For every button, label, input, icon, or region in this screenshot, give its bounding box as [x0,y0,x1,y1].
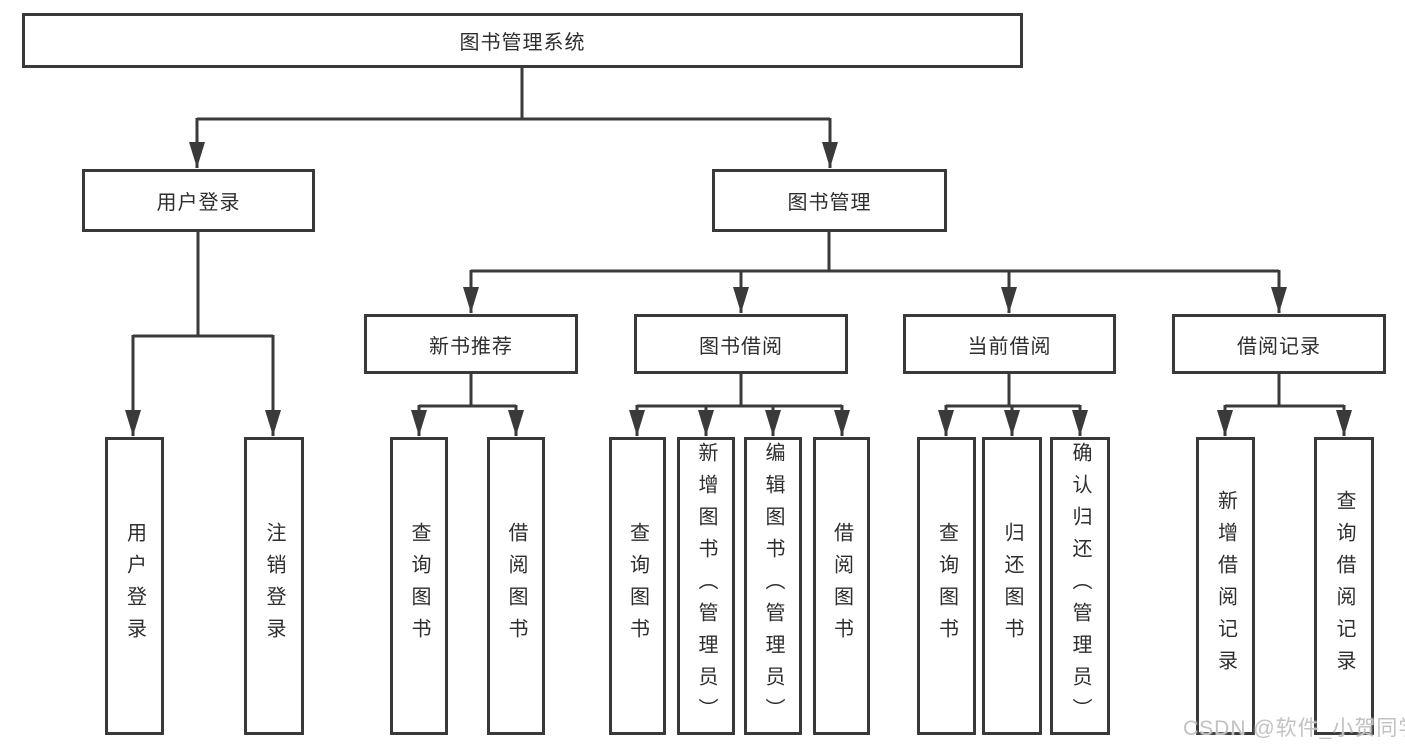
leaf-borrow-books: 借阅图书 [487,437,545,735]
leaf-label: 查询借阅记录 [1333,490,1355,682]
leaf-label: 查询图书 [408,522,430,650]
node-book-borrowing: 图书借阅 [634,314,848,374]
leaf-label: 确认归还（管理员） [1069,442,1091,730]
node-user-login: 用户登录 [82,169,315,232]
leaf-label: 查询图书 [935,522,958,650]
node-root-system: 图书管理系统 [22,13,1023,68]
node-new-book-recommend: 新书推荐 [364,314,578,374]
leaf-add-borrow-record: 新增借阅记录 [1196,437,1255,735]
node-book-management: 图书管理 [712,169,947,232]
leaf-label: 借阅图书 [505,522,527,650]
leaf-label: 编辑图书（管理员） [762,442,784,730]
leaf-logout: 注销登录 [244,437,304,735]
leaf-edit-books-admin: 编辑图书（管理员） [744,437,802,735]
leaf-label: 归还图书 [1001,522,1023,650]
node-current-borrowing: 当前借阅 [903,314,1116,374]
leaf-query-books: 查询图书 [390,437,448,735]
leaf-confirm-return-admin: 确认归还（管理员） [1050,437,1110,735]
leaf-borrow-books: 借阅图书 [813,437,870,735]
node-borrowing-records: 借阅记录 [1172,314,1386,374]
leaf-add-books-admin: 新增图书（管理员） [677,437,735,735]
leaf-return-books: 归还图书 [982,437,1042,735]
leaf-label: 查询图书 [626,522,649,650]
leaf-user-login: 用户登录 [105,437,164,735]
leaf-label: 用户登录 [123,522,146,650]
leaf-label: 借阅图书 [830,522,853,650]
leaf-label: 新增图书（管理员） [695,442,717,730]
leaf-query-books: 查询图书 [609,437,666,735]
leaf-label: 注销登录 [263,522,285,650]
leaf-query-borrow-record: 查询借阅记录 [1314,437,1374,735]
csdn-watermark: CSDN @软件_小贺同学 [1183,717,1405,740]
leaf-query-books: 查询图书 [917,437,976,735]
leaf-label: 新增借阅记录 [1214,490,1237,682]
